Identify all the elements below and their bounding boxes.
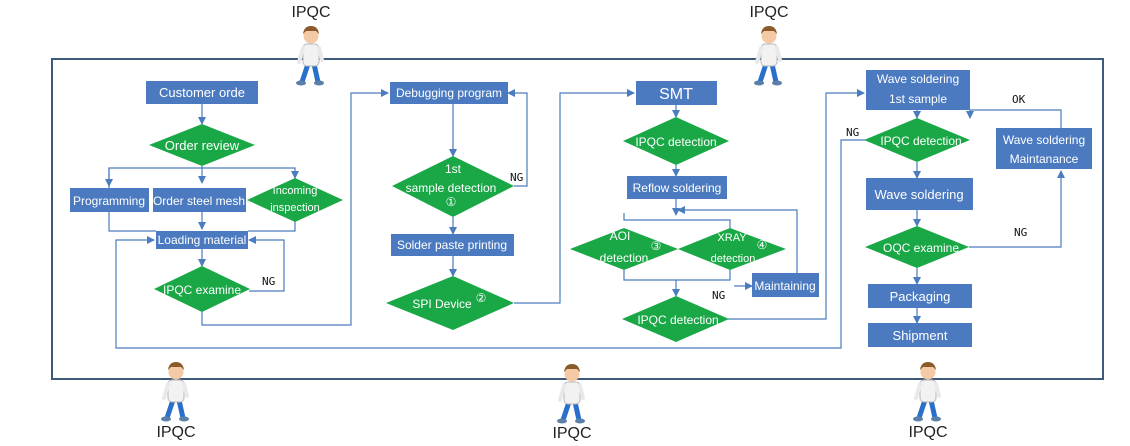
ipqc-detection-decision: IPQC detection: [864, 118, 970, 162]
step-label: Maintanance: [1010, 152, 1079, 166]
spi-device-decision: SPI Device ②: [386, 276, 514, 330]
decision-label: 1st: [445, 162, 462, 176]
step-label: Loading material: [158, 233, 247, 247]
inspector-label: IPQC: [552, 425, 591, 442]
inspector-label: IPQC: [749, 4, 788, 21]
step-number: ②: [476, 291, 487, 305]
decision-label: AOI: [610, 229, 631, 243]
ipqc-inspector: IPQC: [291, 4, 331, 86]
ipqc-inspector: IPQC: [749, 4, 789, 86]
ipqc-inspector: IPQC: [156, 362, 196, 441]
decision-label: XRAY: [717, 232, 747, 244]
debugging-program-step: Debugging program: [390, 82, 508, 104]
decision-label: SPI Device: [412, 297, 472, 311]
solder-paste-printing-step: Solder paste printing: [391, 234, 514, 256]
step-label: Wave soldering: [1003, 133, 1085, 147]
first-sample-detection-decision: 1st sample detection ①: [392, 156, 514, 217]
customer-order-step: Customer orde: [146, 81, 258, 104]
aoi-detection-decision: AOI ③ detection: [570, 228, 678, 270]
connectors: [105, 89, 1065, 349]
step-label: Reflow soldering: [633, 181, 722, 195]
decision-label: detection: [711, 253, 756, 265]
decision-label: IPQC detection: [880, 134, 961, 148]
wave-soldering-maintenance-step: Wave soldering Maintanance: [996, 128, 1092, 169]
decision-label: sample detection: [406, 181, 497, 195]
ipqc-detection-decision: IPQC detection: [622, 296, 729, 342]
ng-label: NG: [262, 275, 275, 288]
step-label: Programming: [73, 194, 145, 208]
shipment-step: Shipment: [868, 323, 972, 347]
step-label: SMT: [659, 86, 693, 103]
packaging-step: Packaging: [868, 284, 972, 308]
step-label: 1st sample: [889, 92, 947, 106]
ipqc-detection-decision: IPQC detection: [623, 117, 729, 165]
ng-label: NG: [846, 126, 859, 139]
ipqc-inspector: IPQC: [908, 362, 948, 441]
ok-label: OK: [1012, 93, 1026, 106]
step-label: Maintaining: [754, 279, 815, 293]
step-label: Wave soldering: [877, 72, 959, 86]
step-number: ①: [446, 195, 457, 209]
step-number: ④: [757, 238, 768, 252]
decision-label: Order review: [165, 138, 240, 153]
decision-label: detection: [600, 251, 649, 265]
wave-soldering-first-sample-step: Wave soldering 1st sample: [866, 70, 970, 110]
decision-label: IPQC detection: [635, 135, 716, 149]
inspector-label: IPQC: [291, 4, 330, 21]
decision-label: Incoming: [273, 185, 318, 197]
inspector-label: IPQC: [156, 424, 195, 441]
loading-material-step: Loading material: [156, 231, 248, 249]
wave-soldering-step: Wave soldering: [866, 178, 973, 210]
step-label: Debugging program: [396, 86, 502, 100]
reflow-soldering-step: Reflow soldering: [627, 176, 727, 199]
decision-label: IPQC examine: [163, 283, 241, 297]
xray-detection-decision: XRAY ④ detection: [678, 228, 786, 270]
step-label: Customer orde: [159, 85, 245, 100]
step-label: Shipment: [893, 328, 948, 343]
maintaining-step: Maintaining: [752, 273, 819, 297]
decision-label: IPQC detection: [637, 313, 718, 327]
decision-label: OQC examine: [883, 241, 959, 255]
ipqc-inspector: IPQC: [552, 364, 592, 442]
order-steel-mesh-step: Order steel mesh: [153, 188, 246, 212]
step-label: Wave soldering: [874, 187, 963, 202]
ng-label: NG: [712, 289, 725, 302]
step-label: Order steel mesh: [153, 194, 245, 208]
smt-step: SMT: [636, 81, 717, 105]
incoming-inspection-decision: Incoming inspection: [247, 178, 343, 222]
ng-label: NG: [510, 171, 523, 184]
order-review-decision: Order review: [149, 124, 255, 166]
programming-step: Programming: [70, 188, 149, 212]
decision-label: inspection: [270, 202, 320, 214]
ipqc-examine-decision: IPQC examine: [154, 266, 250, 312]
inspector-label: IPQC: [908, 424, 947, 441]
ng-label: NG: [1014, 226, 1027, 239]
step-label: Packaging: [890, 289, 951, 304]
step-label: Solder paste printing: [397, 238, 507, 252]
step-number: ③: [651, 239, 662, 253]
oqc-examine-decision: OQC examine: [865, 226, 969, 268]
